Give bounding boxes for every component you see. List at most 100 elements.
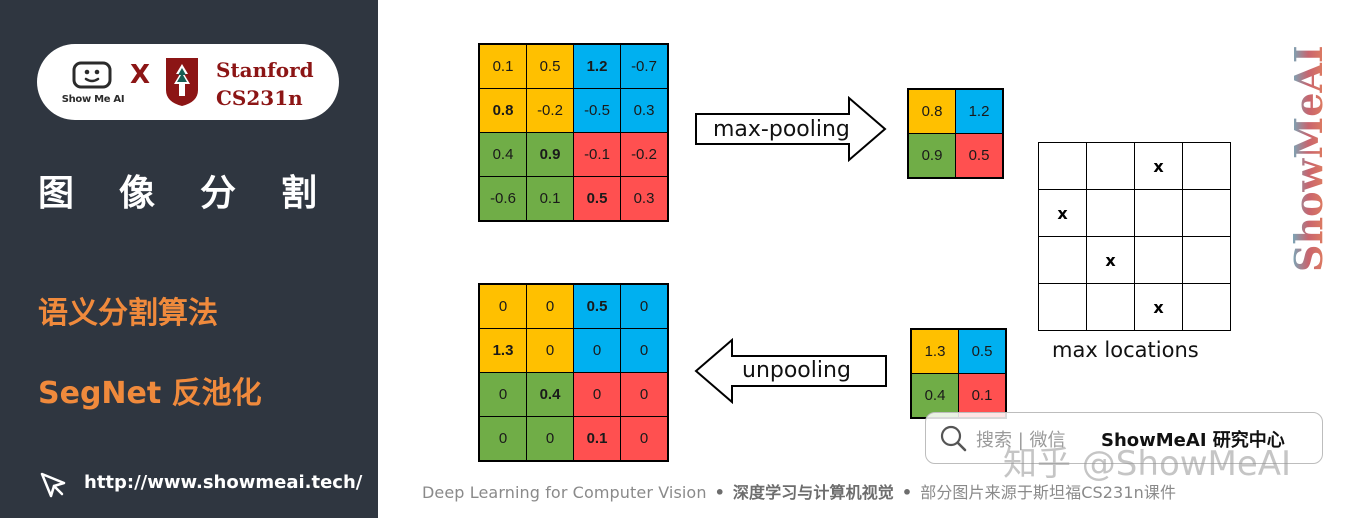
max-location-marker: x	[1038, 189, 1087, 237]
footer-source-note: 部分图片来源于斯坦福CS231n课件	[920, 483, 1177, 502]
grid-cell: 0	[620, 328, 669, 373]
max-location-marker: x	[1086, 236, 1135, 284]
grid-cell: 0.5	[955, 133, 1004, 179]
grid-cell: 0.5	[526, 43, 574, 89]
grid-cell: 0	[620, 283, 669, 329]
grid-row: x	[1038, 142, 1231, 190]
course-code: CS231n	[216, 86, 303, 110]
grid-cell: 1.2	[573, 43, 621, 89]
search-prefix-text: 搜索 | 微信	[976, 430, 1066, 451]
grid-cell	[1086, 189, 1135, 237]
footer-course-zh: 深度学习与计算机视觉	[732, 483, 894, 502]
grid-cell: 0	[526, 328, 574, 373]
sidebar: Show Me AI X Stanford CS231n 图像分割 语义分割算法…	[0, 0, 378, 518]
grid-cell: 0	[573, 372, 621, 417]
grid-cell: 0.9	[907, 133, 956, 179]
grid-cell: -0.7	[620, 43, 669, 89]
grid-cell: -0.1	[573, 132, 621, 177]
stanford-name: Stanford	[216, 58, 314, 82]
grid-row: x	[1038, 236, 1231, 284]
grid-cell: -0.6	[478, 176, 527, 222]
grid-cell: 0.4	[526, 372, 574, 417]
grid-cell	[1182, 189, 1231, 237]
grid-cell: 0	[526, 416, 574, 462]
grid-cell: 0	[478, 416, 527, 462]
max-location-marker: x	[1134, 142, 1183, 190]
grid-cell	[1182, 283, 1231, 331]
footer-separator: •	[901, 483, 913, 502]
grid-cell: 0.3	[620, 176, 669, 222]
vertical-brand-text: ShowMeAI	[1290, 45, 1330, 272]
grid-cell: 0.9	[526, 132, 574, 177]
unpooling-label: unpooling	[742, 358, 851, 383]
grid-cell: 0	[478, 372, 527, 417]
footer-course-en: Deep Learning for Computer Vision	[422, 483, 707, 502]
collab-times-sign: X	[130, 60, 151, 90]
grid-cell: 0.4	[478, 132, 527, 177]
grid-cell	[1086, 283, 1135, 331]
grid-cell	[1038, 142, 1087, 190]
grid-cell: -0.2	[526, 88, 574, 133]
subtitle-semantic-segmentation: 语义分割算法	[38, 296, 218, 331]
grid-cell: 0	[620, 372, 669, 417]
grid-cell: 0	[526, 283, 574, 329]
website-link[interactable]: http://www.showmeai.tech/	[84, 472, 363, 493]
search-brand-text: ShowMeAI 研究中心	[1101, 430, 1285, 451]
grid-row: x	[1038, 283, 1231, 331]
stanford-course-label: Stanford CS231n	[216, 56, 314, 112]
grid-row: x	[1038, 189, 1231, 237]
grid-cell	[1182, 236, 1231, 284]
search-icon	[940, 425, 967, 452]
grid-cell	[1038, 236, 1087, 284]
grid-cell: 0.1	[573, 416, 621, 462]
grid-cell: -0.2	[620, 132, 669, 177]
wechat-search-box: 搜索 | 微信 ShowMeAI 研究中心	[925, 412, 1323, 464]
grid-cell: 0.8	[478, 88, 527, 133]
grid-cell: 0	[573, 328, 621, 373]
grid-cell: 0.5	[573, 176, 621, 222]
footer-caption: Deep Learning for Computer Vision • 深度学习与计…	[422, 479, 1176, 503]
grid-cell	[1134, 236, 1183, 284]
grid-cell: 0.5	[958, 328, 1007, 374]
stanford-logo-icon	[166, 58, 198, 106]
showmeai-vertical-watermark: ShowMeAI	[1290, 45, 1330, 272]
grid-cell: 0.1	[526, 176, 574, 222]
showmeai-logo-text: Show Me AI	[61, 94, 125, 105]
grid-cell: 0.8	[907, 88, 956, 134]
grid-cell	[1086, 142, 1135, 190]
max-locations-label: max locations	[1052, 338, 1199, 362]
grid-cell: 0.1	[478, 43, 527, 89]
grid-cell: 1.3	[910, 328, 959, 374]
cursor-icon	[40, 472, 66, 498]
left-arrow-icon	[694, 338, 887, 404]
max-location-marker: x	[1134, 283, 1183, 331]
grid-cell: 1.2	[955, 88, 1004, 134]
grid-cell: 0	[620, 416, 669, 462]
showmeai-logo-icon	[72, 61, 112, 89]
grid-cell	[1182, 142, 1231, 190]
grid-cell: 0.5	[573, 283, 621, 329]
subtitle-segnet-unpooling: SegNet 反池化	[38, 376, 262, 411]
zhihu-watermark: 知乎 @ShowMeAI	[1003, 444, 1292, 484]
grid-cell: 0.3	[620, 88, 669, 133]
max-pooling-label: max-pooling	[713, 117, 850, 142]
right-arrow-icon	[695, 96, 887, 162]
grid-cell: 0	[478, 283, 527, 329]
grid-cell: 1.3	[478, 328, 527, 373]
grid-cell: 0.1	[958, 373, 1007, 419]
grid-cell: -0.5	[573, 88, 621, 133]
